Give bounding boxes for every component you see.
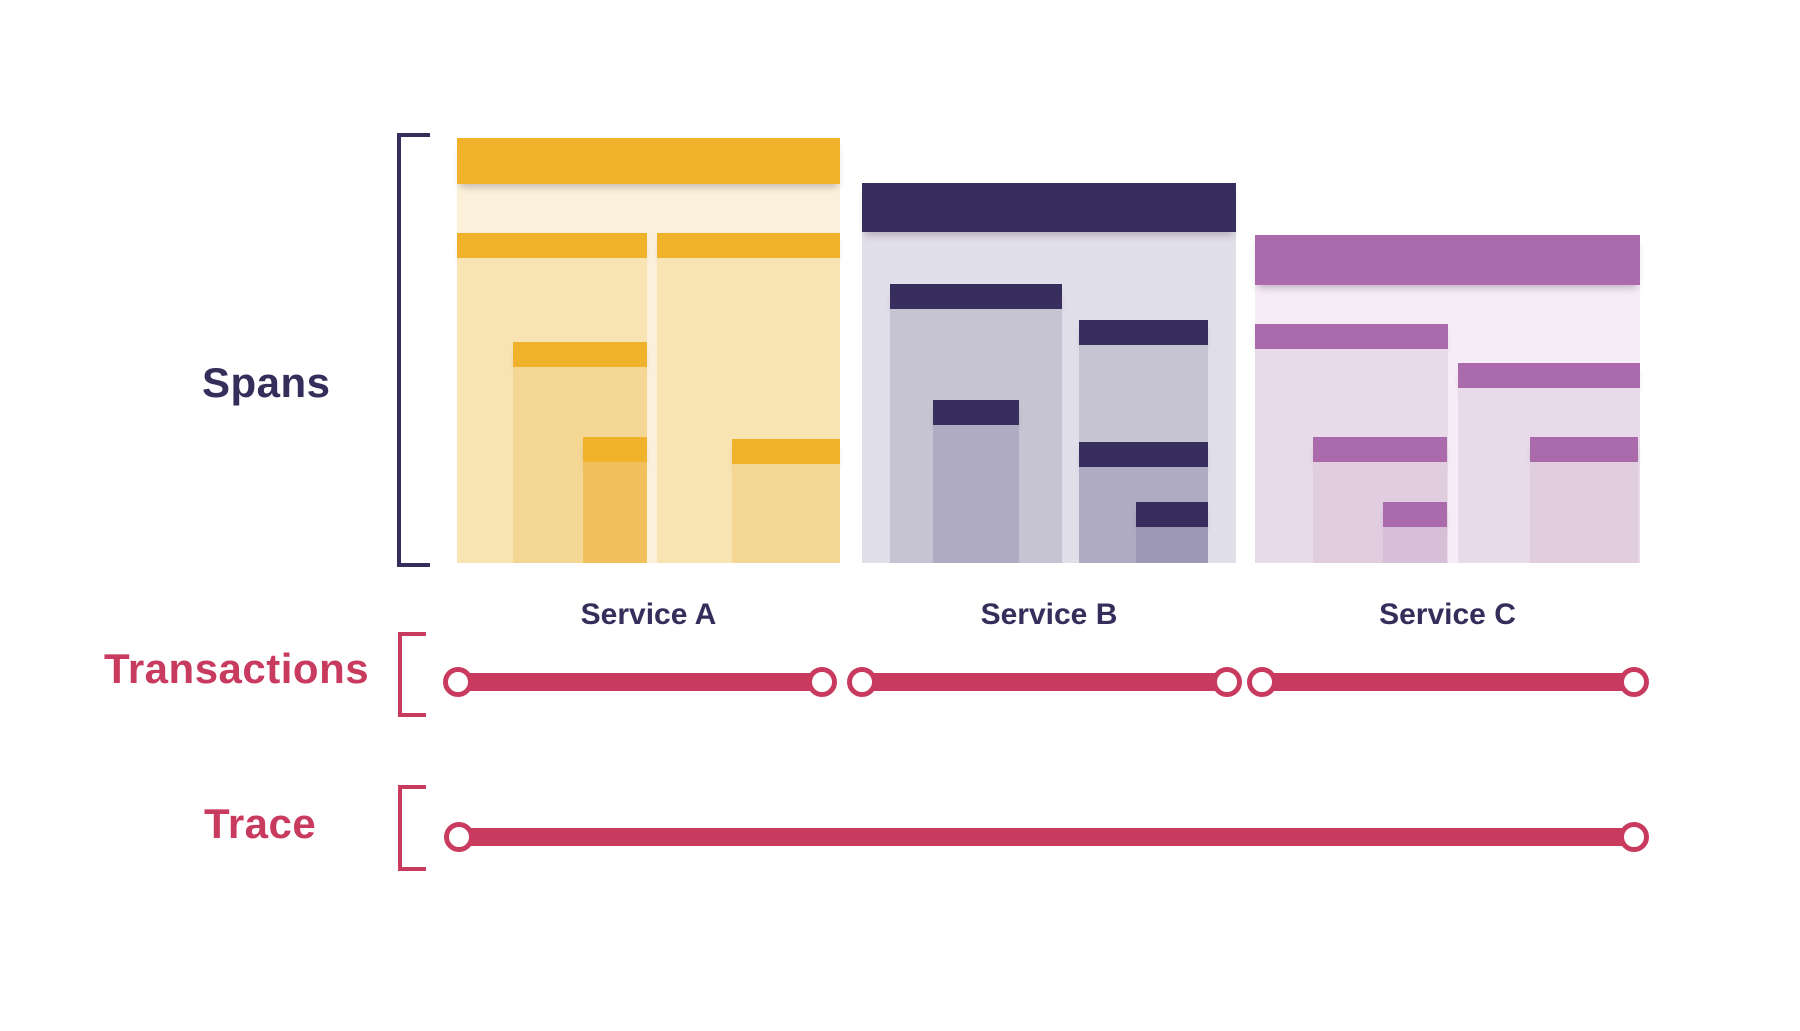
trace-label: Trace — [204, 800, 317, 847]
service-a-span-depth4-4 — [583, 437, 647, 563]
transaction-1-line-start-circle — [443, 667, 473, 697]
service-c-root-span-bar — [1255, 235, 1640, 285]
span-header-bar — [583, 437, 647, 462]
span-header-bar — [513, 342, 647, 367]
span-header-bar — [1079, 320, 1208, 345]
span-header-bar — [1255, 324, 1448, 349]
trace-line-end-circle — [1619, 822, 1649, 852]
transaction-3-line — [1262, 673, 1634, 691]
span-header-bar — [890, 284, 1062, 309]
span-header-bar — [1458, 363, 1640, 388]
service-a-root-span-bar — [457, 138, 840, 184]
span-header-bar — [657, 233, 840, 258]
span-body — [732, 464, 840, 563]
span-body — [1530, 462, 1638, 563]
span-body — [933, 425, 1019, 563]
span-header-bar — [933, 400, 1019, 425]
service-c-span-depth4-4 — [1383, 502, 1447, 563]
service-a-block — [457, 138, 840, 563]
span-header-bar — [1530, 437, 1638, 462]
service-c-block — [1255, 235, 1640, 563]
service-b-root-span-bar — [862, 183, 1236, 232]
span-header-bar — [1136, 502, 1208, 527]
trace-line — [459, 828, 1634, 846]
service-c-label: Service C — [1379, 598, 1516, 631]
span-body — [583, 462, 647, 563]
span-header-bar — [457, 233, 647, 258]
span-header-bar — [1313, 437, 1447, 462]
service-b-label: Service B — [980, 598, 1118, 631]
transaction-3-line-end-circle — [1619, 667, 1649, 697]
transactions-bracket — [398, 632, 426, 717]
trace-bracket — [398, 785, 426, 871]
transaction-3-line-start-circle — [1247, 667, 1277, 697]
span-body — [1136, 527, 1208, 563]
spans-bracket — [397, 133, 430, 567]
service-a-label: Service A — [580, 598, 717, 631]
span-header-bar — [1079, 442, 1208, 467]
service-b-span-depth3-3 — [933, 400, 1019, 563]
transaction-1-line-end-circle — [807, 667, 837, 697]
service-c-span-depth3-5 — [1530, 437, 1638, 563]
transaction-2-line — [862, 673, 1227, 691]
transaction-2-line-end-circle — [1212, 667, 1242, 697]
service-b-span-depth4-5 — [1136, 502, 1208, 563]
span-header-bar — [732, 439, 840, 464]
span-body — [1383, 527, 1447, 563]
transactions-label: Transactions — [104, 645, 370, 692]
spans-label: Spans — [202, 359, 331, 406]
span-header-bar — [1383, 502, 1447, 527]
service-a-span-depth3-5 — [732, 439, 840, 563]
trace-line-start-circle — [444, 822, 474, 852]
transaction-2-line-start-circle — [847, 667, 877, 697]
transaction-1-line — [458, 673, 822, 691]
service-b-block — [862, 183, 1236, 563]
